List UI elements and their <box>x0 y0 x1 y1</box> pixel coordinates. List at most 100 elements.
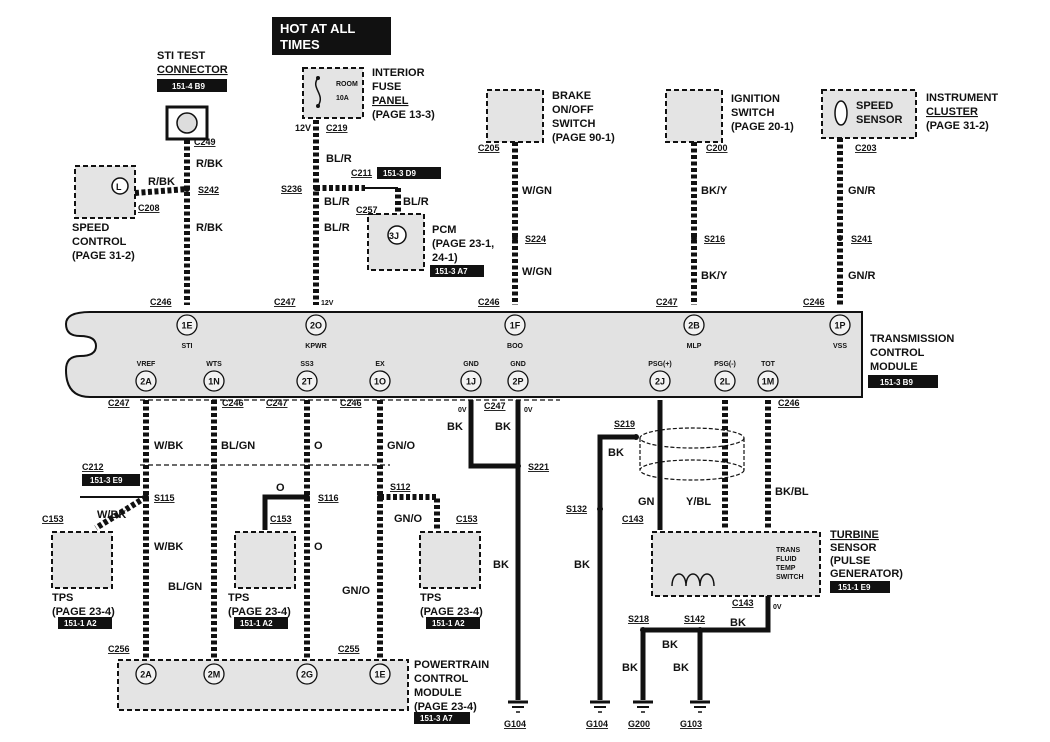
tcm-name-1: TRANSMISSION <box>870 333 954 345</box>
tcm-name-2: CONTROL <box>870 347 925 359</box>
pcm-pin-id: 2A <box>140 670 152 680</box>
speed-control: L SPEED CONTROL (PAGE 31-2) <box>72 165 136 262</box>
turbine-ref: 151-1 E9 <box>838 583 871 592</box>
c247-d-label: C247 <box>266 398 288 408</box>
brake-name-2: ON/OFF <box>552 104 594 116</box>
tcm-top-pin-id: 2B <box>688 321 700 331</box>
tcm-top-pin-id: 1E <box>181 321 192 331</box>
speed-control-page: (PAGE 31-2) <box>72 250 135 262</box>
pcm-page: (PAGE 23-4) <box>414 701 477 713</box>
c255-label: C255 <box>338 644 360 654</box>
tcm-top-pin-func: BOO <box>507 343 524 350</box>
wire-w-bk-2: W/BK <box>97 509 126 521</box>
cluster-name-2: CLUSTER <box>926 106 978 118</box>
cluster-inner-1: SPEED <box>856 100 893 112</box>
brake-name-3: SWITCH <box>552 118 595 130</box>
tcm-bottom-pin-1j: 1J GND <box>460 361 482 392</box>
c211-label: C211 <box>351 168 372 178</box>
pcm-name-2: CONTROL <box>414 673 469 685</box>
brake-on-off-switch: BRAKE ON/OFF SWITCH (PAGE 90-1) <box>486 89 615 144</box>
fuse-panel-page: (PAGE 13-3) <box>372 109 435 121</box>
wire-w-gn-1: W/GN <box>522 185 552 197</box>
instrument-cluster: SPEED SENSOR INSTRUMENT CLUSTER (PAGE 31… <box>821 89 998 139</box>
tcm-name-3: MODULE <box>870 361 918 373</box>
wire-r-bk-1: R/BK <box>196 158 223 170</box>
g200-label: G200 <box>628 719 650 729</box>
tps3-name: TPS <box>420 592 441 604</box>
c212-label: C212 <box>82 462 104 472</box>
tcm-bottom-pin-id: 1J <box>466 377 476 387</box>
top-wiring <box>134 120 843 305</box>
tcm-bottom-pin-id: 1M <box>762 377 775 387</box>
wire-gn-o-3: GN/O <box>342 585 371 597</box>
wire-bk-3: BK <box>493 559 509 571</box>
tcm-ref: 151-3 B9 <box>880 378 913 387</box>
wire-bl-r-4: BL/R <box>324 222 350 234</box>
ignition-name-2: SWITCH <box>731 107 774 119</box>
c211-ref: 151-3 D9 <box>383 169 416 178</box>
sti-name-1: STI TEST <box>157 50 206 62</box>
c143-b-label: C143 <box>732 598 754 608</box>
cluster-page: (PAGE 31-2) <box>926 120 989 132</box>
wire-bl-r-3: BL/R <box>403 196 429 208</box>
cluster-name-1: INSTRUMENT <box>926 92 998 104</box>
c246-a-label: C246 <box>150 297 172 307</box>
c143-a-label: C143 <box>622 514 644 524</box>
wire-w-bk-1: W/BK <box>154 440 183 452</box>
tcm-bottom-pin-func: EX <box>375 361 385 368</box>
c247-b-label: C247 <box>656 297 678 307</box>
speed-control-name-1: SPEED <box>72 222 109 234</box>
c246-e-label: C246 <box>340 398 362 408</box>
cluster-inner-2: SENSOR <box>856 114 903 126</box>
wire-bl-gn-2: BL/GN <box>168 581 202 593</box>
ground-symbols <box>508 700 710 713</box>
pcm-top-page1: (PAGE 23-1, <box>432 238 494 250</box>
wire-bk-8: BK <box>622 662 638 674</box>
ignition-switch: IGNITION SWITCH (PAGE 20-1) <box>665 89 794 143</box>
tcm-bottom-pin-func: GND <box>463 361 479 368</box>
wire-r-bk-2: R/BK <box>148 176 175 188</box>
tcm-bottom-pin-id: 2J <box>655 377 665 387</box>
s218-label: S218 <box>628 614 649 624</box>
s132-label: S132 <box>566 504 587 514</box>
tcm-bottom-pin-func: GND <box>510 361 526 368</box>
turbine-name-1: TURBINE <box>830 529 879 541</box>
c249-label: C249 <box>194 137 216 147</box>
tcm-top-pin-id: 1P <box>834 321 845 331</box>
sti-ref-tag: 151-4 B9 <box>172 82 205 91</box>
hot-at-all-times-banner: HOT AT ALL TIMES <box>272 17 391 55</box>
g104-b-label: G104 <box>586 719 608 729</box>
pcm-pin-1e: 1E <box>369 663 391 685</box>
fuse-panel-name-3: PANEL <box>372 95 409 107</box>
s115-label: S115 <box>154 493 175 503</box>
fuse-panel-name-2: FUSE <box>372 81 401 93</box>
tcm-bottom-pin-id: 2T <box>302 377 313 387</box>
s216-label: S216 <box>704 234 725 244</box>
hot-banner-line1: HOT AT ALL <box>280 21 355 36</box>
ground-g200-icon <box>633 700 653 713</box>
c203-label: C203 <box>855 143 877 153</box>
g103-label: G103 <box>680 719 702 729</box>
wire-bk-y-1: BK/Y <box>701 185 728 197</box>
wire-w-gn-2: W/GN <box>522 266 552 278</box>
ov-a-label: 0V <box>458 407 467 414</box>
wire-bk-bl: BK/BL <box>775 486 809 498</box>
wire-gn: GN <box>638 496 655 508</box>
c208-label: C208 <box>138 203 160 213</box>
wire-gn-o-1: GN/O <box>387 440 416 452</box>
fuse-panel-name-1: INTERIOR <box>372 67 425 79</box>
c247-e-label: C247 <box>484 401 506 411</box>
s236-label: S236 <box>281 184 302 194</box>
s142-label: S142 <box>684 614 705 624</box>
wire-bl-r-1: BL/R <box>326 153 352 165</box>
brake-page: (PAGE 90-1) <box>552 132 615 144</box>
tcm-bottom-pin-func: WTS <box>206 361 222 368</box>
